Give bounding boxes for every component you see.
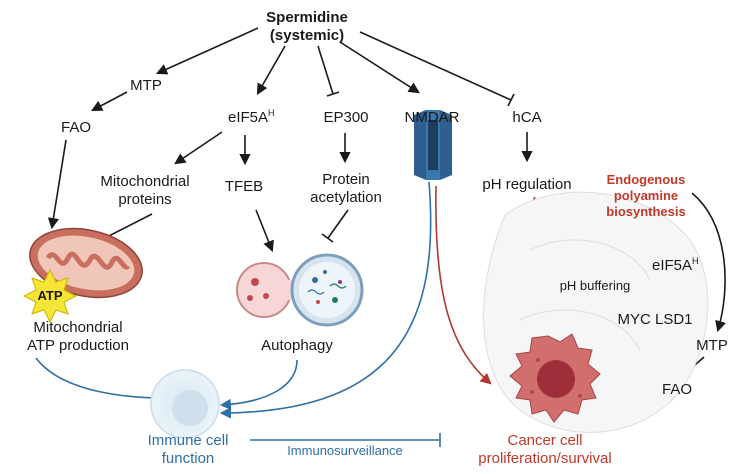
cancer-cell-label-2: proliferation/survival <box>478 450 611 467</box>
atp-badge <box>22 268 78 324</box>
immunosurveillance-label: Immunosurveillance <box>287 443 403 458</box>
cancer-cell-icon <box>509 333 601 423</box>
inhibit-acetylation-autophagy <box>327 209 349 239</box>
inhibit-sperm-hca <box>359 31 512 101</box>
cancer-cell-label-1: Cancer cell <box>507 432 582 449</box>
endogenous-label-2: polyamine <box>614 188 678 203</box>
mito-proteins-label-1: Mitochondrial <box>100 173 189 190</box>
ep300-label: EP300 <box>323 109 368 126</box>
arrow-sperm-mtp <box>155 27 259 75</box>
eif5a-right-label: eIF5AH <box>652 256 699 274</box>
arrow-fao-mito <box>47 139 67 230</box>
spermidine-title: Spermidine <box>266 9 348 26</box>
hca-label: hCA <box>512 109 541 126</box>
fao-left-label: FAO <box>61 119 91 136</box>
nmdar-label: NMDAR <box>405 109 460 126</box>
tfeb-label: TFEB <box>225 178 263 195</box>
immune-cell-icon <box>150 369 220 439</box>
ph-buffering-label: pH buffering <box>560 278 631 293</box>
immune-arrows <box>35 181 441 447</box>
immune-cell-label-1: Immune cell <box>148 432 229 449</box>
mtp-right-label: MTP <box>696 337 728 354</box>
mtp-left-label: MTP <box>130 77 162 94</box>
inhibit-sperm-hca-bar <box>507 93 515 107</box>
myc-lsd1-label: MYC LSD1 <box>617 311 692 328</box>
arrow-sperm-nmdar <box>339 41 420 94</box>
inhibit-sperm-ep300 <box>317 45 334 95</box>
mitochondrion-icon <box>29 227 143 299</box>
arrow-nmdar-immune <box>219 181 432 419</box>
autophagy-label: Autophagy <box>261 337 333 354</box>
endogenous-label-1: Endogenous <box>607 172 686 187</box>
protein-acetylation-label-1: Protein <box>322 171 370 188</box>
autophagy-icon <box>236 253 364 327</box>
nmdar-icon <box>414 110 452 180</box>
protein-acetylation-label-2: acetylation <box>310 189 382 206</box>
spermidine-subtitle: (systemic) <box>270 27 344 44</box>
inhibit-sperm-ep300-bar <box>326 91 340 97</box>
arrow-tfeb-autophagy <box>255 209 274 253</box>
mito-atp-label-1: Mitochondrial <box>33 319 122 336</box>
mito-atp-label-2: ATP production <box>27 337 129 354</box>
arrow-endo-mtp-right <box>691 192 726 333</box>
arrow-eif5a-mitoproteins <box>174 131 223 165</box>
mito-proteins-label-2: proteins <box>118 191 171 208</box>
arrow-mtp-fao <box>91 91 128 112</box>
eif5a-left-label: eIF5AH <box>228 108 275 126</box>
arrow-autophagy-immune <box>219 359 298 411</box>
fao-right-label: FAO <box>662 381 692 398</box>
inhibit-acetylation-autophagy-bar <box>321 233 334 243</box>
atp-badge-label: ATP <box>37 288 62 303</box>
endogenous-label-3: biosynthesis <box>606 204 685 219</box>
ph-regulation-label: pH regulation <box>482 176 571 193</box>
immune-cell-label-2: function <box>162 450 215 467</box>
arrow-nmdar-cancer <box>435 185 492 385</box>
arrow-sperm-eif5a <box>256 45 286 95</box>
